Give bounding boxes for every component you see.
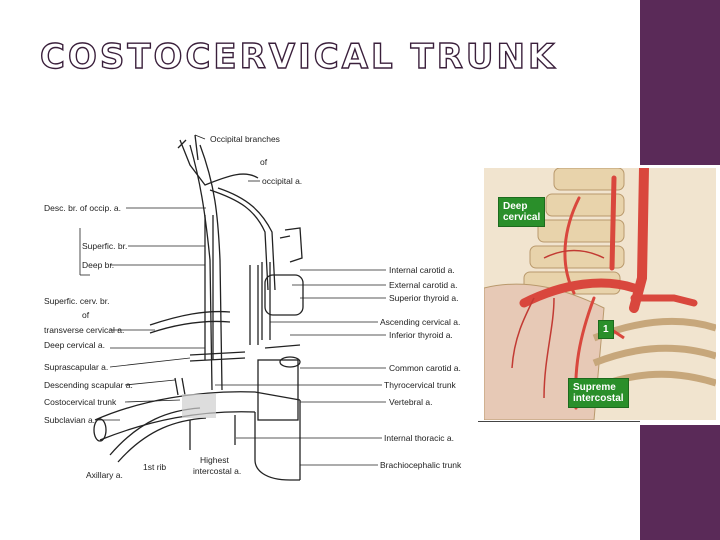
label-external-carotid: External carotid a. — [389, 280, 458, 290]
label-descending-scapular: Descending scapular a. — [44, 380, 133, 390]
label-of: of — [82, 310, 90, 320]
label-ascending-cervical: Ascending cervical a. — [380, 317, 461, 327]
label-deep-cervical: Deep cervical a. — [44, 340, 105, 350]
label-internal-carotid: Internal carotid a. — [389, 265, 455, 275]
figure-baseline — [478, 421, 640, 422]
label-occipital-branches: Occipital branches — [210, 134, 280, 144]
label-desc-br-occip: Desc. br. of occip. a. — [44, 203, 122, 213]
label-internal-thoracic: Internal thoracic a. — [384, 433, 454, 443]
label-brachiocephalic-trunk: Brachiocephalic trunk — [380, 460, 462, 470]
label-1st-rib: 1st rib — [143, 462, 167, 472]
label-subclavian: Subclavian a. — [44, 415, 96, 425]
label-axillary: Axillary a. — [86, 470, 123, 480]
label-deep-cervical-photo: Deep cervical — [498, 197, 546, 227]
label-thyrocervical-trunk: Thyrocervical trunk — [384, 380, 456, 390]
label-deep-br: Deep br. — [82, 260, 115, 270]
label-superfic-br: Superfic. br. — [82, 241, 128, 251]
label-suprascapular: Suprascapular a. — [44, 362, 109, 372]
label-transverse-cervical: transverse cervical a. — [44, 325, 125, 335]
label-highest: Highest — [200, 455, 229, 465]
label-inferior-thyroid: Inferior thyroid a. — [389, 330, 453, 340]
label-superfic-cerv-br: Superfic. cerv. br. — [44, 296, 110, 306]
label-highest-intercostal: intercostal a. — [193, 466, 242, 476]
label-supreme-intercostal: Supreme intercostal — [568, 378, 629, 408]
label-occipital-of: of — [260, 157, 268, 167]
label-vertebral: Vertebral a. — [389, 397, 433, 407]
label-costocervical-trunk: Costocervical trunk — [44, 397, 117, 407]
label-common-carotid: Common carotid a. — [389, 363, 461, 373]
slide-title: COSTOCERVICAL TRUNK — [39, 36, 558, 77]
label-number-1: 1 — [598, 320, 614, 339]
label-superior-thyroid: Superior thyroid a. — [389, 293, 459, 303]
label-occipital-a: occipital a. — [262, 176, 303, 186]
